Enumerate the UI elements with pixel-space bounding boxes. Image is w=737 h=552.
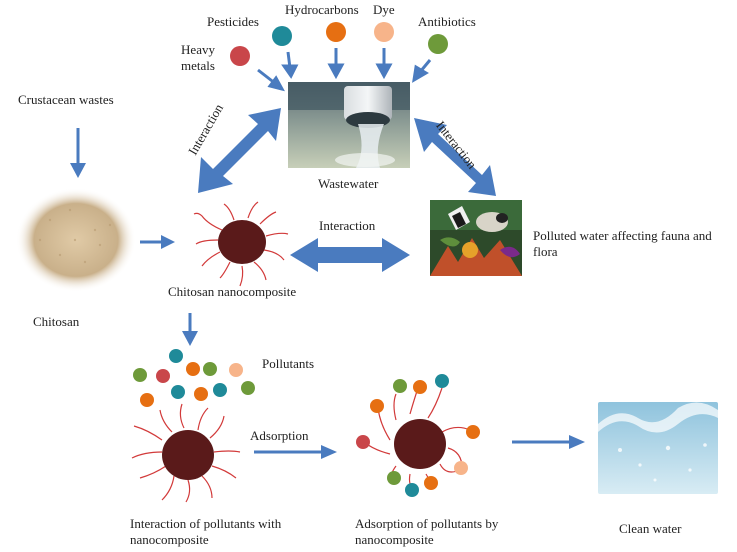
heavy-metals-dot: [230, 46, 250, 66]
hydrocarbons-dot: [326, 22, 346, 42]
nanoparticle-adsorbed: [356, 374, 480, 497]
chitosan-to-nano-arrow: [140, 235, 175, 249]
label-crustacean-wastes: Crustacean wastes: [18, 92, 114, 107]
pesticides-dot: [272, 26, 292, 46]
interaction-arrow-left: [198, 108, 281, 193]
source-arrows: [257, 48, 432, 92]
wastewater-image: [288, 82, 410, 168]
clean-water-arrow: [512, 435, 585, 449]
label-clean-water: Clean water: [619, 521, 682, 536]
polluted-fauna-image: [430, 200, 522, 276]
label-chitosan: Chitosan: [33, 314, 80, 329]
label-chitosan-nanocomposite: Chitosan nanocomposite: [168, 284, 297, 299]
adsorption-arrow: [254, 445, 337, 459]
label-pollutants: Pollutants: [262, 356, 315, 371]
antibiotics-dot: [428, 34, 448, 54]
label-wastewater: Wastewater: [318, 176, 379, 191]
clean-water-image: [598, 402, 718, 494]
label-interaction-of-pollutants: Interaction of pollutants with nanocompo…: [130, 516, 282, 547]
label-interaction-center: Interaction: [319, 218, 376, 233]
dye-dot: [374, 22, 394, 42]
label-adsorption: Adsorption: [250, 428, 309, 443]
label-adsorption-of-pollutants: Adsorption of pollutants by nanocomposit…: [355, 516, 499, 547]
label-dye: Dye: [373, 2, 395, 17]
label-hydrocarbons: Hydrocarbons: [285, 2, 359, 17]
nanoparticle-bottom-left: [131, 403, 241, 503]
chitosan-nanocomposite-particle: [193, 201, 289, 287]
pollutants-cluster: [133, 349, 255, 407]
label-antibiotics: Antibiotics: [418, 14, 476, 29]
interaction-arrow-right: [414, 118, 496, 196]
nano-down-arrow: [182, 313, 198, 346]
label-polluted-water: Polluted water affecting fauna and flora: [533, 228, 712, 259]
crustacean-arrow: [70, 128, 86, 178]
label-heavy-metals: Heavy metals: [181, 42, 215, 73]
label-pesticides: Pesticides: [207, 14, 259, 29]
interaction-arrow-center: [290, 238, 410, 272]
